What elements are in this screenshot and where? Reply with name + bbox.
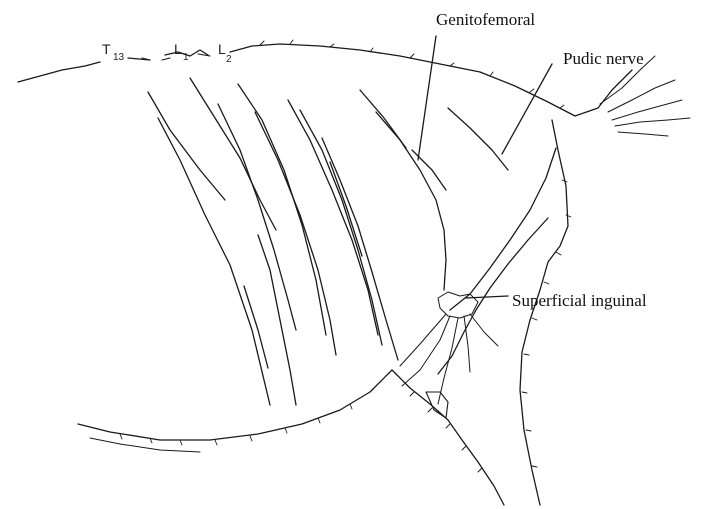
nerve-line-6 bbox=[255, 112, 336, 355]
inguinal-node bbox=[438, 292, 478, 318]
dorsal-hair bbox=[260, 40, 564, 108]
superficial-inguinal-label: Superficial inguinal bbox=[512, 292, 647, 309]
genitofemoral-label: Genitofemoral bbox=[436, 11, 535, 28]
pudic-nerve-line bbox=[450, 148, 556, 310]
pudic-nerve-label: Pudic nerve bbox=[563, 50, 644, 67]
nerve-line-2 bbox=[158, 118, 270, 405]
belly-line-2 bbox=[244, 286, 268, 368]
flank-outline bbox=[520, 120, 568, 505]
pudic-nerve-leader bbox=[502, 64, 552, 154]
t13-sub: 13 bbox=[113, 52, 125, 63]
genitofemoral-line-c bbox=[412, 150, 446, 190]
l1-sub: 1 bbox=[183, 52, 189, 63]
nipple bbox=[426, 392, 448, 418]
l2-label: L bbox=[218, 41, 226, 57]
ventral-outline bbox=[78, 370, 392, 440]
genitofemoral-leader bbox=[418, 36, 436, 160]
vertebral-labels: T 13 L 1 L 2 bbox=[102, 41, 232, 65]
nerve-line-3 bbox=[190, 78, 276, 230]
inguinal-branches bbox=[400, 314, 498, 404]
leg-hair bbox=[410, 392, 482, 472]
l1-label: L bbox=[174, 41, 182, 57]
l2-sub: 2 bbox=[226, 54, 232, 65]
nerve-line-4 bbox=[218, 104, 296, 330]
genitofemoral-line-a bbox=[376, 112, 446, 290]
nerve-line-5 bbox=[238, 84, 326, 335]
t13-label: T bbox=[102, 41, 111, 57]
tail-tuft bbox=[600, 56, 690, 136]
leg-outline bbox=[392, 370, 504, 505]
genitofemoral-line-d bbox=[448, 108, 508, 170]
genitofemoral-line-b bbox=[360, 90, 406, 148]
nerve-line-1 bbox=[148, 92, 225, 200]
nerve-line-10 bbox=[330, 162, 362, 256]
